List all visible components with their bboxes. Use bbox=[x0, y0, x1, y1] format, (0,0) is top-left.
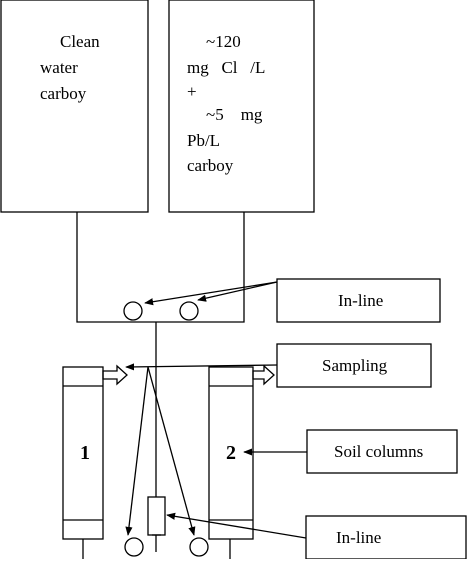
contaminated-line-6: carboy bbox=[187, 156, 234, 175]
inline-filter-top-right bbox=[179, 301, 199, 321]
arrow-inline-to-right-filter bbox=[197, 281, 278, 302]
clean-water-line-3: carboy bbox=[40, 84, 87, 103]
feed-manifold bbox=[76, 212, 245, 323]
soil-columns-callout-label: Soil columns bbox=[334, 442, 423, 461]
inline-bottom-callout-label: In-line bbox=[336, 528, 381, 547]
arrow-inline-to-left-filter bbox=[144, 281, 278, 306]
sampling-callout-label: Sampling bbox=[322, 356, 388, 375]
contaminated-line-1: ~120 bbox=[206, 32, 241, 51]
column-2-number: 2 bbox=[226, 442, 236, 464]
column-1-number: 1 bbox=[80, 442, 90, 464]
inline-filter-top-left bbox=[123, 301, 143, 321]
arrow-to-bottom-right-pump bbox=[147, 366, 196, 536]
inline-filter-bottom-left bbox=[124, 537, 144, 557]
contaminated-line-3: + bbox=[187, 82, 197, 101]
arrow-inline-to-center-filter bbox=[166, 512, 307, 539]
contaminated-line-4: ~5 mg bbox=[206, 105, 263, 124]
contaminated-line-5: Pb/L bbox=[187, 131, 220, 150]
soil-column-2 bbox=[208, 366, 254, 540]
clean-water-line-2: water bbox=[40, 58, 78, 77]
clean-water-carboy bbox=[0, 0, 149, 213]
inline-bottom-callout-box bbox=[305, 515, 467, 560]
sampling-port-arrow-2 bbox=[252, 364, 275, 386]
sampling-port-arrow-1 bbox=[102, 364, 128, 386]
inline-filter-bottom-right bbox=[189, 537, 209, 557]
inline-top-callout-label: In-line bbox=[338, 291, 383, 310]
contaminated-line-2: mg Cl /L bbox=[187, 58, 265, 77]
arrow-sampling-to-column bbox=[125, 363, 278, 371]
arrow-to-bottom-left-pump bbox=[125, 366, 149, 536]
clean-water-line-1: Clean bbox=[60, 32, 100, 51]
contaminated-carboy bbox=[168, 0, 315, 213]
clean-water-carboy-label: Clean water carboy bbox=[40, 32, 104, 103]
inline-filter-bottom-center bbox=[147, 496, 166, 536]
inline-top-callout-box bbox=[276, 278, 441, 323]
contaminated-carboy-label: ~120 mg Cl /L + ~5 mg Pb/L carboy bbox=[187, 32, 269, 175]
